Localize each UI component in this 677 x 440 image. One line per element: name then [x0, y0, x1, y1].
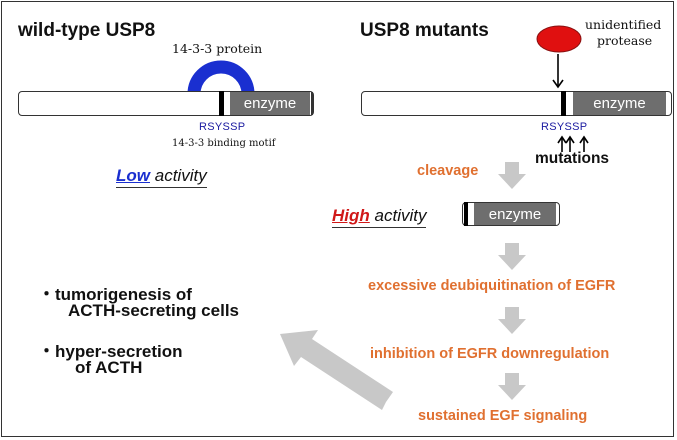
outcome-1-line2: ACTH-secreting cells	[68, 301, 239, 320]
flow-arrow-1	[498, 162, 526, 189]
wild-type-motif-marker	[219, 91, 224, 116]
protease-icon	[536, 25, 582, 53]
protease-label-line2: protease	[597, 33, 653, 48]
wild-type-title: wild-type USP8	[18, 20, 156, 41]
flow-arrow-4	[498, 373, 526, 400]
step-sustained-signaling: sustained EGF signaling	[418, 408, 588, 424]
outcome-1-line1: ・tumorigenesis of	[38, 285, 192, 304]
outcome-arrow	[280, 330, 393, 410]
high-activity-word: activity	[374, 206, 427, 225]
cleavage-label: cleavage	[417, 163, 479, 179]
flow-arrow-2	[498, 243, 526, 270]
cleaved-enzyme-domain: enzyme	[474, 203, 556, 225]
binder-arc-shape	[187, 60, 255, 95]
protease-shape	[536, 25, 582, 53]
mutants-title: USP8 mutants	[360, 20, 489, 41]
protease-attack-arrow	[552, 54, 564, 89]
outcome-2-line1: ・hyper-secretion	[38, 342, 183, 361]
binder-protein-arc	[187, 60, 255, 95]
low-activity-level: Low	[116, 166, 150, 185]
step-inhibition: inhibition of EGFR downregulation	[370, 346, 610, 362]
cleaved-fragment-marker	[464, 202, 468, 226]
mutations-label: mutations	[535, 150, 610, 167]
mutation-arrows	[557, 135, 589, 152]
wild-type-enzyme-domain: enzyme	[230, 92, 310, 115]
high-activity-label: High activity	[332, 206, 427, 228]
wild-type-motif-label: RSYSSP	[199, 121, 246, 133]
flow-arrow-3	[498, 307, 526, 334]
low-activity-word: activity	[154, 166, 207, 185]
protease-label-line1: unidentified	[585, 17, 662, 32]
motif-caption: 14-3-3 binding motif	[172, 138, 276, 149]
mutant-motif-label: RSYSSP	[541, 121, 588, 133]
mutant-motif-marker	[561, 91, 566, 116]
step-deubiquitination: excessive deubiquitination of EGFR	[368, 278, 616, 294]
high-activity-level: High	[332, 206, 370, 225]
outcome-2-line2: of ACTH	[75, 358, 143, 377]
low-activity-label: Low activity	[116, 166, 207, 188]
mutant-enzyme-domain: enzyme	[573, 92, 666, 115]
binder-label: 14-3-3 protein	[172, 41, 263, 56]
wild-type-bar-endcap	[309, 92, 313, 115]
